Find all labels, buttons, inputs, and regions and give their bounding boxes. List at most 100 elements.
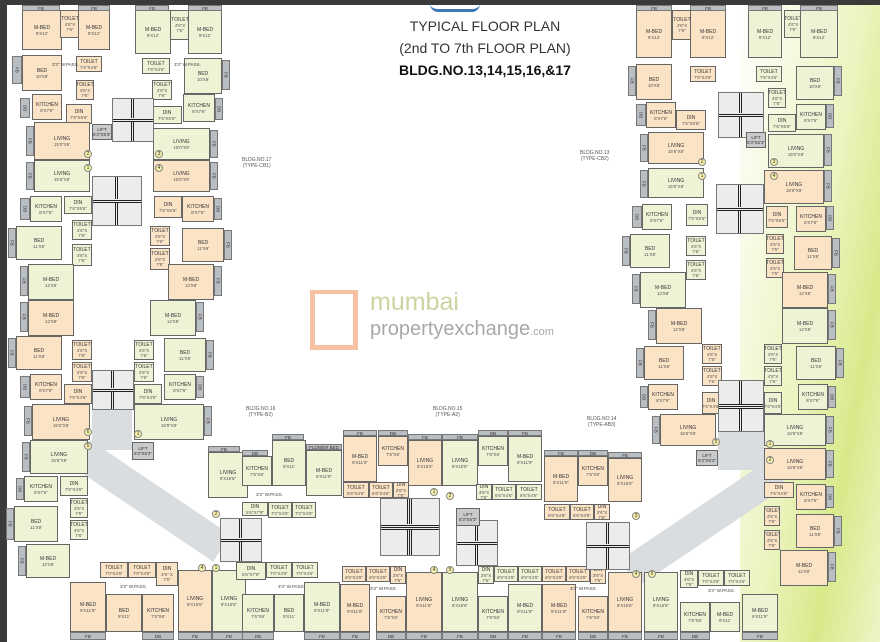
room-dimensions: 8'X7'6" [173, 387, 187, 393]
stair-treads-horizontal [717, 206, 763, 212]
room-name: DIN [686, 114, 696, 121]
watermark-word-mumbai: mumbai [370, 288, 459, 316]
room-dimensions: 7'6"X8' [251, 613, 265, 619]
room-name: M-BED [699, 28, 717, 35]
room-name: LIVING [787, 145, 805, 152]
room-name: LIVING [53, 170, 71, 177]
lift-dimensions: 5'3"X5'3" [698, 458, 716, 463]
room-dimensions: 7'6"X4'6" [139, 394, 157, 400]
room-dimensions: 7'6"X5'6" [768, 217, 786, 223]
room-dimensions: 11'X9' [179, 355, 191, 361]
room-dimensions: 9'X15'6" [220, 601, 238, 607]
room-dimensions: 9'X15'6" [219, 475, 237, 481]
room-name: DIN [73, 388, 83, 395]
room-name: KITCHEN [650, 109, 672, 116]
room-dimensions: 5'6"X7'9" [242, 571, 260, 577]
room-name: KITCHEN [36, 101, 58, 108]
room-dimensions: 9'X15'6" [616, 480, 634, 486]
room-dimensions: 7'6"X5'6" [158, 115, 176, 121]
room-name: TOILET [521, 568, 539, 575]
room-name: KITCHEN [800, 491, 822, 498]
room-name: TOILET [135, 364, 153, 370]
flower-bed: FB [212, 632, 246, 640]
room-dimensions: 10'X9' [35, 73, 49, 79]
room-name: TOILET [135, 342, 153, 348]
room-name: KITCHEN [187, 203, 209, 210]
room-name: M-BED [516, 453, 534, 460]
flower-bed: FB [196, 302, 204, 332]
watermark-logo-icon [310, 290, 358, 350]
room-dimensions: 12'X9' [672, 326, 686, 332]
room-name: TOILET [270, 564, 288, 571]
room-dimensions: 4'6"X 7'6" [76, 228, 88, 238]
room-name: KITCHEN [35, 203, 57, 210]
room-dimensions: 12'X9' [798, 326, 812, 332]
room-name: TOILET [73, 222, 91, 228]
dry-balcony: DB [20, 198, 30, 220]
room-name: BED [807, 247, 819, 254]
room-dimensions: 7'0"X4'6" [270, 570, 288, 576]
room-dimensions: 4'6" X 7'6" [161, 572, 173, 582]
room-dimensions: 15'6"X9' [53, 176, 71, 182]
walking-passage-label: 3'3" W.PASS. [256, 492, 283, 497]
flower-bed: FB [834, 516, 842, 546]
room-name: DIN [597, 504, 607, 510]
room-name: M-BED [795, 562, 813, 569]
room-dimensions: 8'X7'6" [192, 108, 206, 114]
room-dimensions: 9'X12' [812, 34, 826, 40]
room-name: KITCHEN [482, 445, 504, 452]
room-name: LIVING [416, 457, 434, 464]
room-name: DIN [73, 199, 83, 206]
unit-number-badge: 6 [84, 428, 92, 436]
building-number: BLDG.NO.17 [242, 157, 272, 163]
room-dimensions: 9'X12' [647, 34, 661, 40]
flower-bed: FB [26, 126, 34, 156]
room-name: BED [179, 349, 191, 356]
flower-bed: FB [640, 134, 648, 162]
room-name: DIN [684, 571, 694, 577]
flower-bed: FLOWER BED [306, 444, 342, 450]
room-name: LIVING [451, 596, 469, 603]
building-number: BLDG.NO.15 [433, 406, 463, 412]
flower-bed: FB [828, 274, 836, 304]
room-name: KITCHEN [35, 381, 57, 388]
room-name: DIN [777, 117, 787, 124]
room-dimensions: 7'6"X5'6" [70, 114, 88, 120]
room-name: TOILET [764, 508, 780, 514]
flower-bed: FB [406, 632, 442, 640]
stair-treads-horizontal [381, 524, 439, 530]
staircase-icon [92, 176, 142, 226]
lift-label: LIFT [702, 453, 712, 458]
room-name: M-BED [346, 602, 364, 609]
room-name: DIN [74, 108, 84, 115]
flower-bed: FB [206, 340, 214, 370]
room-name: TOILET [495, 486, 513, 493]
dry-balcony: DB [478, 632, 508, 640]
room-name: TOILET [61, 16, 79, 22]
room-name: TOILET [295, 504, 313, 511]
dry-balcony: DB [16, 478, 24, 500]
